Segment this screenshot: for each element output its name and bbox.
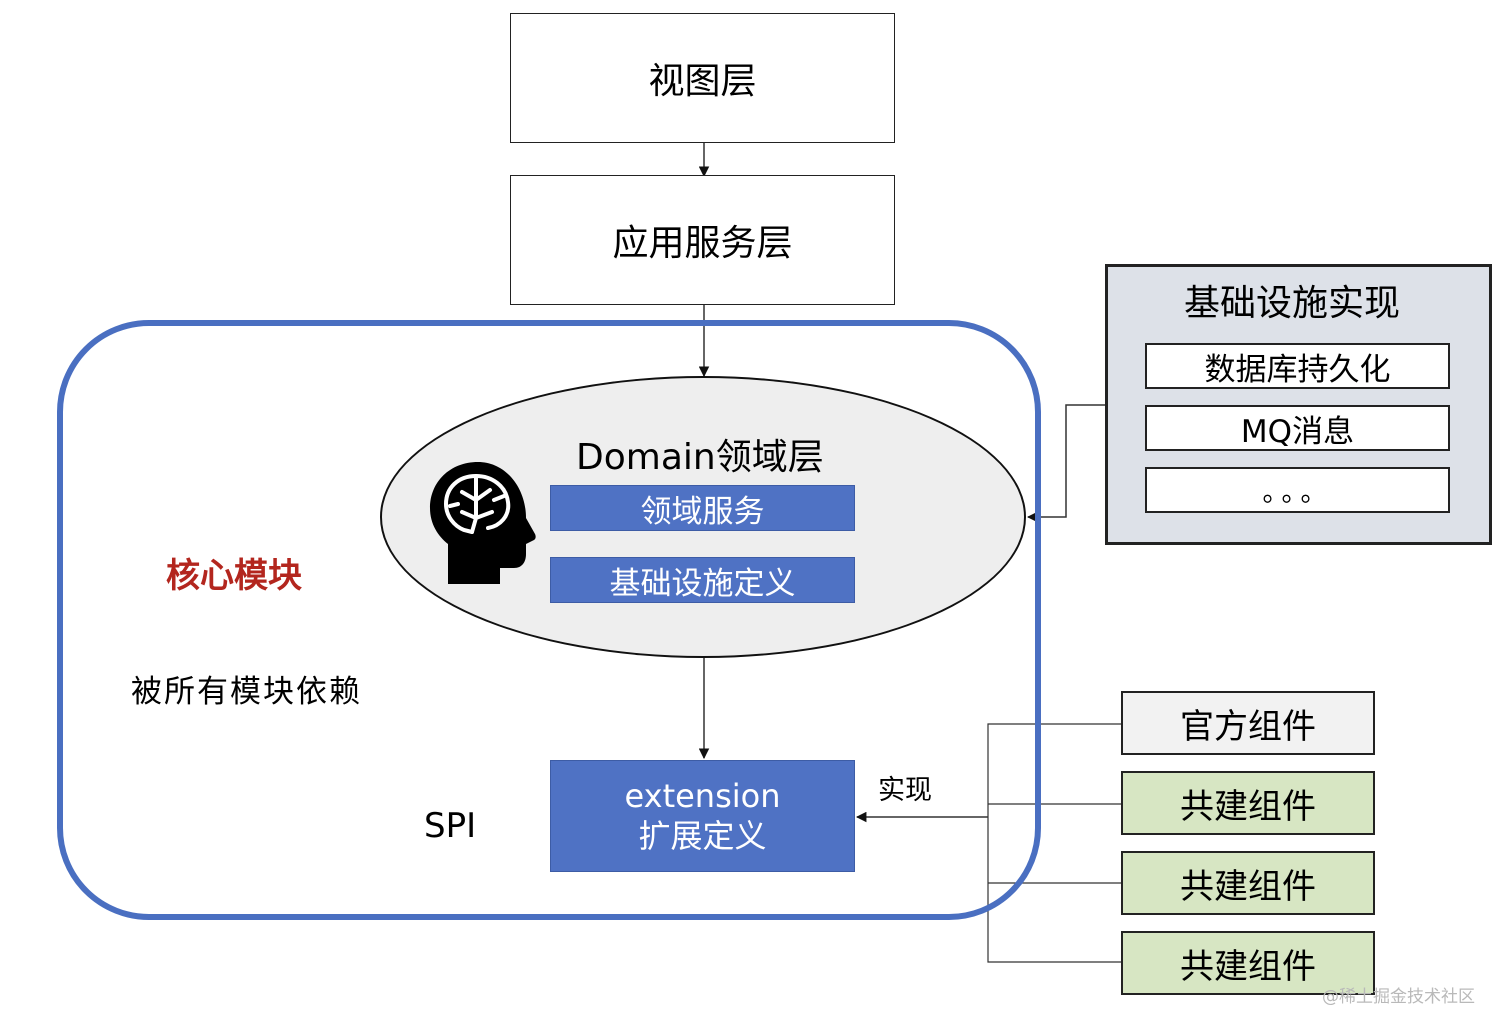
database-persistence-box: 数据库持久化 <box>1145 343 1450 389</box>
shared-component-box-1: 共建组件 <box>1121 771 1375 835</box>
more-items-label: 。。。 <box>1262 478 1333 508</box>
domain-layer-title: Domain领域层 <box>576 437 824 478</box>
mq-message-box: MQ消息 <box>1145 405 1450 451</box>
app-service-layer-label: 应用服务层 <box>612 223 793 264</box>
implement-label: 实现 <box>878 775 932 806</box>
shared-component-label-2: 共建组件 <box>1180 866 1316 907</box>
database-persistence-label: 数据库持久化 <box>1204 351 1391 388</box>
official-component-box: 官方组件 <box>1121 691 1375 755</box>
watermark: @稀土掘金技术社区 <box>1322 987 1475 1007</box>
extension-label: extension <box>624 777 781 815</box>
infrastructure-implementation-title: 基础设施实现 <box>1184 283 1401 324</box>
infrastructure-definition-box: 基础设施定义 <box>550 557 855 603</box>
shared-component-box-3: 共建组件 <box>1121 931 1375 995</box>
core-module-container <box>57 320 1041 920</box>
extension-definition-label: 扩展定义 <box>638 817 767 855</box>
mq-message-label: MQ消息 <box>1240 413 1355 450</box>
official-component-label: 官方组件 <box>1180 706 1316 747</box>
infrastructure-definition-label: 基础设施定义 <box>609 565 796 602</box>
spi-label: SPI <box>424 806 477 846</box>
app-service-layer-box: 应用服务层 <box>510 175 895 305</box>
domain-service-box: 领域服务 <box>550 485 855 531</box>
core-module-subtitle: 被所有模块依赖 <box>131 674 362 710</box>
arrow-infra-to-domain <box>1026 404 1105 523</box>
view-layer-label: 视图层 <box>648 61 757 102</box>
brain-head-icon <box>428 460 538 586</box>
core-module-title: 核心模块 <box>166 556 302 596</box>
shared-component-label-3: 共建组件 <box>1180 946 1316 987</box>
view-layer-box: 视图层 <box>510 13 895 143</box>
extension-definition-box: extension 扩展定义 <box>550 760 855 872</box>
shared-component-label-1: 共建组件 <box>1180 786 1316 827</box>
domain-service-label: 领域服务 <box>640 493 765 530</box>
more-items-box: 。。。 <box>1145 467 1450 513</box>
shared-component-box-2: 共建组件 <box>1121 851 1375 915</box>
